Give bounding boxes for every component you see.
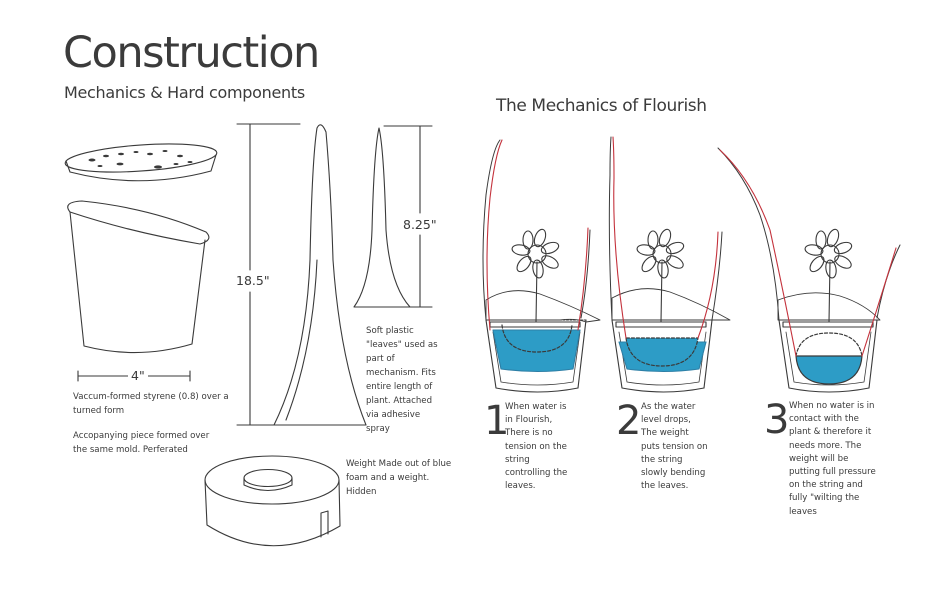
pot-note: Vaccum-formed styrene (0.8) over a turne… bbox=[73, 392, 229, 416]
step-1-number: 1 bbox=[484, 398, 510, 444]
leaf-note: Soft plastic "leaves" used as part of me… bbox=[366, 326, 438, 434]
mechanics-step-1-string bbox=[486, 139, 589, 331]
mechanics-step-2-drawing bbox=[608, 136, 731, 393]
mechanics-title: The Mechanics of Flourish bbox=[496, 96, 707, 116]
step-1-text: When water is in Flourish, There is no t… bbox=[505, 402, 568, 492]
mechanics-step-3-string bbox=[719, 149, 897, 357]
pot-drawing bbox=[67, 200, 210, 354]
mechanics-step-3-drawing bbox=[717, 147, 901, 393]
step-2-number: 2 bbox=[616, 398, 642, 444]
lid-note: Accopanying piece formed over the same m… bbox=[73, 431, 210, 455]
leaf-height-dimension bbox=[383, 125, 433, 308]
weight-drawing bbox=[204, 455, 341, 547]
page-title: Construction bbox=[63, 28, 320, 78]
step-3-number: 3 bbox=[764, 397, 790, 443]
mechanics-step-2-string bbox=[612, 136, 719, 339]
leaf-drawing bbox=[353, 127, 411, 308]
weight-note: Weight Made out of blue foam and a weigh… bbox=[346, 459, 452, 497]
pot-width-label: 4" bbox=[128, 368, 148, 383]
mechanics-step-1-drawing bbox=[482, 139, 601, 393]
plant-drawing bbox=[273, 124, 367, 426]
flower-icon bbox=[636, 228, 685, 323]
leaf-height-label: 8.25" bbox=[403, 217, 437, 232]
page-subtitle: Mechanics & Hard components bbox=[64, 83, 305, 102]
flower-icon bbox=[804, 228, 853, 323]
plant-height-label: 18.5" bbox=[236, 273, 270, 288]
plant-height-dimension bbox=[236, 123, 301, 426]
perforated-lid-drawing bbox=[64, 143, 218, 182]
step-2-text: As the water level drops, The weight put… bbox=[641, 402, 708, 492]
flower-icon bbox=[511, 228, 560, 323]
step-3-text: When no water is in contact with the pla… bbox=[789, 401, 876, 517]
